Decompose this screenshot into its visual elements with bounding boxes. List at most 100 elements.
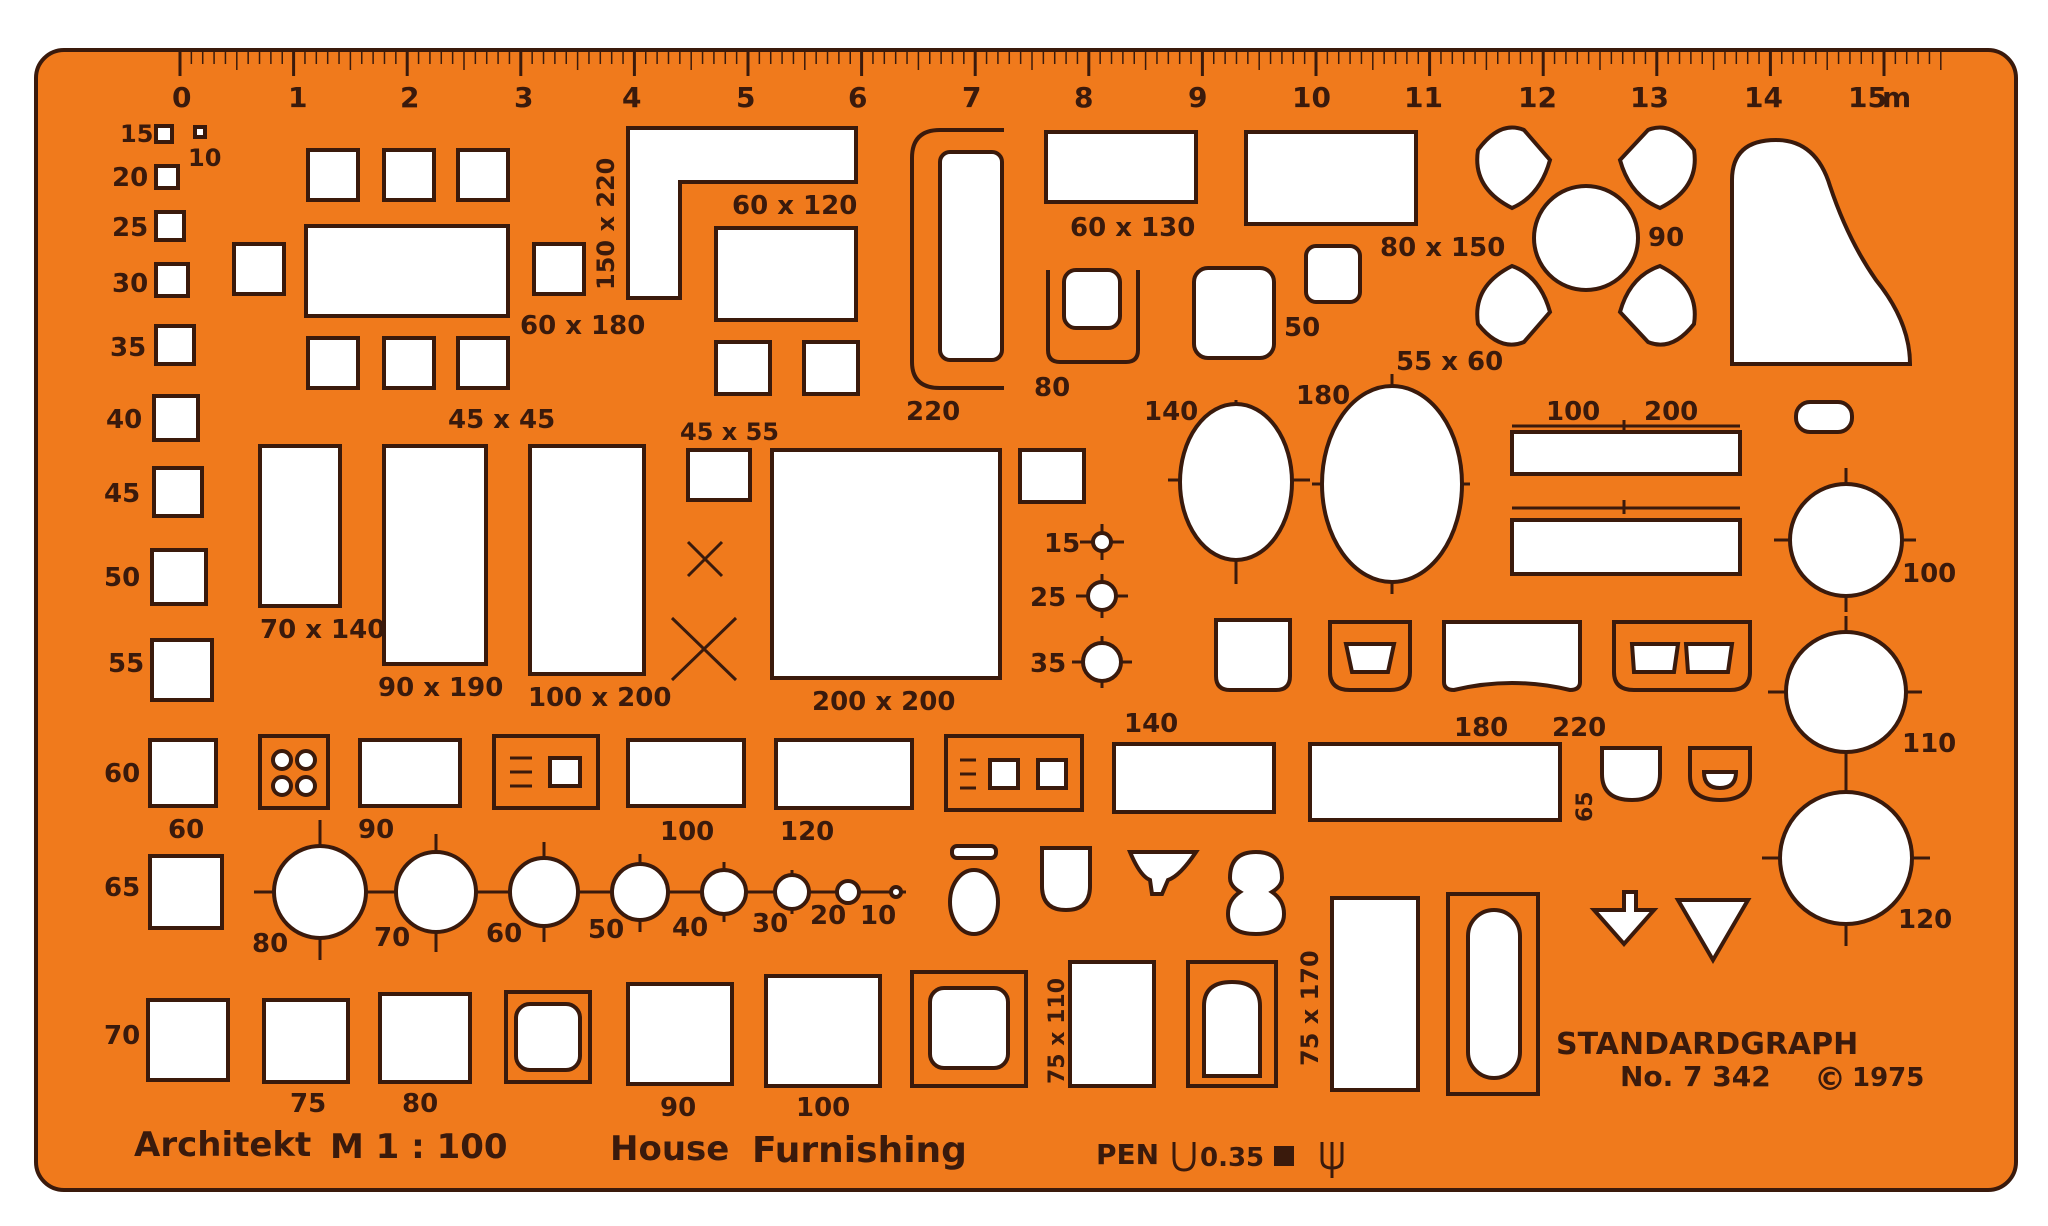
square-60	[148, 738, 218, 808]
bottom-row: 75 80 90 100 75 x 110	[262, 960, 1278, 1123]
counter-140	[1112, 742, 1276, 814]
bath-75x170	[1330, 896, 1420, 1092]
sofa-220	[938, 150, 1004, 362]
circle-110	[1784, 630, 1908, 754]
double-sink-1	[988, 758, 1020, 790]
bed-200x200	[770, 448, 1002, 680]
sq-label-15: 15	[120, 120, 153, 148]
double-sink-2	[1036, 758, 1068, 790]
sq-label-50: 50	[104, 563, 140, 593]
pill	[1794, 400, 1854, 434]
chair-bottom-2	[382, 336, 436, 390]
circle-10	[889, 885, 903, 899]
label-circle-100: 100	[1902, 559, 1956, 589]
ruler-label-14: 14	[1744, 81, 1783, 114]
shower-tray	[928, 986, 1010, 1070]
big-circles: 100 110 120	[1762, 468, 1956, 946]
armchair-80-group: 80	[1034, 268, 1140, 403]
toilet-b	[1040, 846, 1092, 913]
cross-marks	[670, 540, 738, 682]
round-chair-ne	[1617, 125, 1697, 211]
chair-side-right	[532, 242, 586, 296]
table-80x150	[1244, 130, 1418, 226]
ruler-label-10: 10	[1292, 81, 1331, 114]
square-column: 15 10 20 25 30 35 40 45 50 55 60 65 70	[104, 120, 230, 1082]
sofa-frame	[910, 128, 1004, 390]
label-60x180: 60 x 180	[520, 311, 645, 341]
label-200x200: 200 x 200	[812, 687, 955, 717]
ruler-label-0: 0	[172, 81, 191, 114]
hob-frame	[258, 734, 330, 810]
ruler-label-3: 3	[514, 81, 533, 114]
ruler-label-1: 1	[288, 81, 307, 114]
dot-35	[1081, 641, 1123, 683]
ruler-label-11: 11	[1404, 81, 1443, 114]
sq-label-25: 25	[112, 213, 148, 243]
label-circle-20: 20	[810, 901, 846, 931]
square-70	[146, 998, 230, 1082]
counter-180	[1308, 742, 1562, 822]
label-dot-35: 35	[1030, 649, 1066, 679]
sofa-group: 220	[906, 128, 1004, 427]
piano	[1730, 137, 1913, 366]
rect-100-200-b	[1510, 518, 1742, 576]
armchair-b-frame	[1328, 620, 1412, 692]
chair-top-1	[306, 148, 360, 202]
table-60x180	[304, 224, 510, 318]
counter-120	[774, 738, 914, 810]
dining-table-group: 60 x 180 45 x 45	[232, 148, 645, 435]
circle-100	[1788, 482, 1904, 598]
ruler-labels: 0 1 2 3 4 5 6 7 8 9 10 11 12 13 14 15 m	[172, 81, 1911, 114]
label-circle-70: 70	[374, 923, 410, 953]
label-45x45: 45 x 45	[448, 405, 555, 435]
rect-100-200-a	[1510, 430, 1742, 476]
square-15	[154, 124, 174, 144]
label-circle-120: 120	[1898, 905, 1952, 935]
round-chair-sw	[1475, 263, 1553, 347]
sofa-b-seat-2	[1683, 642, 1735, 674]
label-sq-80: 80	[402, 1089, 438, 1119]
shower-tray-frame	[910, 970, 1028, 1088]
armchair-frame	[1046, 270, 1140, 364]
round-table-90	[1532, 184, 1640, 292]
label-60x120: 60 x 120	[732, 191, 857, 221]
oval-tables: 140 180 55 x 60	[1144, 347, 1503, 594]
label-90x190: 90 x 190	[378, 673, 503, 703]
counter-90	[358, 738, 462, 808]
ruler-label-8: 8	[1074, 81, 1093, 114]
label-circle-10: 10	[860, 901, 896, 931]
toilet-a-bowl	[948, 868, 1000, 936]
hob-4	[295, 775, 317, 797]
footer-house: House	[610, 1129, 729, 1169]
circle-60	[508, 856, 580, 928]
sq-100	[764, 974, 882, 1088]
label-round-90: 90	[1648, 223, 1684, 253]
label-sofa-220: 220	[906, 397, 960, 427]
sq-label-35: 35	[110, 333, 146, 363]
ruler-label-4: 4	[622, 81, 641, 114]
toilet-a-tank	[950, 844, 998, 860]
armchair-b	[1343, 642, 1397, 674]
armchair-sq	[514, 1002, 582, 1072]
square-10	[193, 125, 207, 139]
chair-50-b	[1304, 244, 1362, 304]
square-20	[154, 164, 180, 190]
label-counter-90: 90	[358, 815, 394, 845]
corner-desk-group: 150 x 220 60 x 120	[592, 126, 860, 396]
square-50	[150, 548, 208, 606]
label-rect-100: 100	[1546, 397, 1600, 427]
footer-pen: PEN	[1096, 1138, 1159, 1171]
shower-b	[1202, 979, 1262, 1078]
armchair-a	[1214, 618, 1292, 692]
bed-70x140	[258, 444, 342, 608]
round-chair-nw	[1475, 125, 1553, 211]
square-65	[148, 854, 224, 930]
armchairs-row	[1214, 618, 1752, 693]
ruler-label-6: 6	[848, 81, 867, 114]
sq-label-55: 55	[108, 649, 144, 679]
sq-label-40: 40	[106, 405, 142, 435]
brand-model: No. 7 342	[1620, 1060, 1771, 1093]
label-counter-100: 100	[660, 817, 714, 847]
label-counter-120: 120	[780, 817, 834, 847]
